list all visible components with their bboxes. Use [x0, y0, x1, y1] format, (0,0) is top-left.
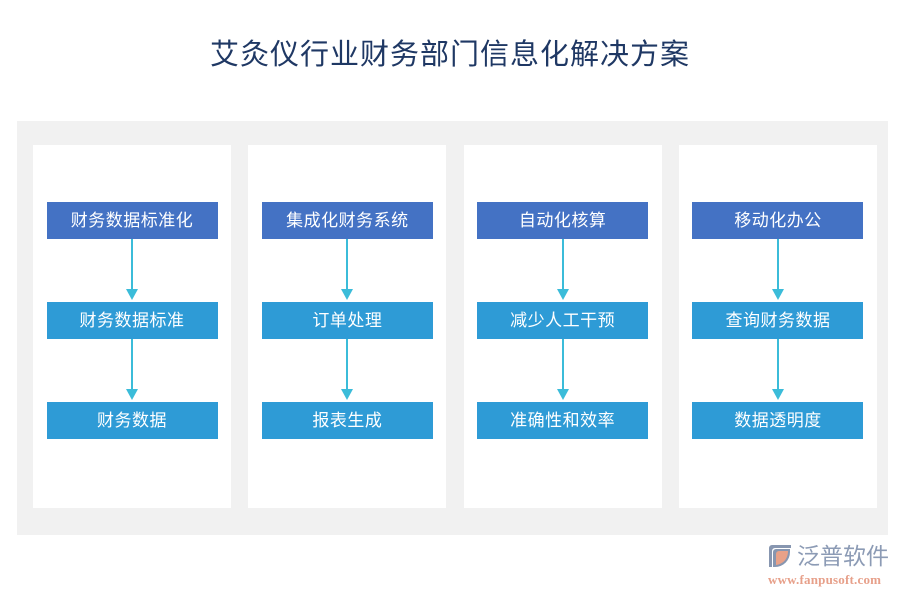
- arrow-down-icon: [556, 239, 570, 302]
- column-card-integrated-system: 集成化财务系统 订单处理 报表生成: [248, 145, 447, 508]
- arrow-down-icon: [771, 339, 785, 402]
- flow-node[interactable]: 订单处理: [261, 302, 433, 339]
- flow-node[interactable]: 集成化财务系统: [261, 202, 433, 239]
- brand-name: 泛普软件: [797, 543, 889, 569]
- flow-node[interactable]: 移动化办公: [692, 202, 864, 239]
- arrow-down-icon: [771, 239, 785, 302]
- flow-node[interactable]: 财务数据标准化: [46, 202, 218, 239]
- arrow-down-icon: [340, 239, 354, 302]
- flow-node[interactable]: 数据透明度: [692, 402, 864, 439]
- flow-node[interactable]: 自动化核算: [477, 202, 649, 239]
- arrow-down-icon: [340, 339, 354, 402]
- flow-node[interactable]: 准确性和效率: [477, 402, 649, 439]
- arrow-down-icon: [125, 239, 139, 302]
- brand-url: www.fanpusoft.com: [768, 572, 882, 587]
- column-card-automated-accounting: 自动化核算 减少人工干预 准确性和效率: [463, 145, 662, 508]
- flow-node[interactable]: 报表生成: [261, 402, 433, 439]
- diagram-frame: 财务数据标准化 财务数据标准 财务数据 集成化财务系统 订单处理 报表生成 自动…: [17, 121, 888, 535]
- arrow-down-icon: [556, 339, 570, 402]
- brand-logo: 泛普软件 www.fanpusoft.com: [766, 541, 894, 589]
- flow-node[interactable]: 查询财务数据: [692, 302, 864, 339]
- fanpu-logo-icon: [766, 542, 794, 570]
- flow-node[interactable]: 财务数据标准: [46, 302, 218, 339]
- arrow-down-icon: [125, 339, 139, 402]
- page-title: 艾灸仪行业财务部门信息化解决方案: [209, 39, 690, 71]
- column-card-mobile-office: 移动化办公 查询财务数据 数据透明度: [678, 145, 877, 508]
- flow-node[interactable]: 财务数据: [46, 402, 218, 439]
- flow-node[interactable]: 减少人工干预: [477, 302, 649, 339]
- column-card-standardization: 财务数据标准化 财务数据标准 财务数据: [33, 145, 231, 508]
